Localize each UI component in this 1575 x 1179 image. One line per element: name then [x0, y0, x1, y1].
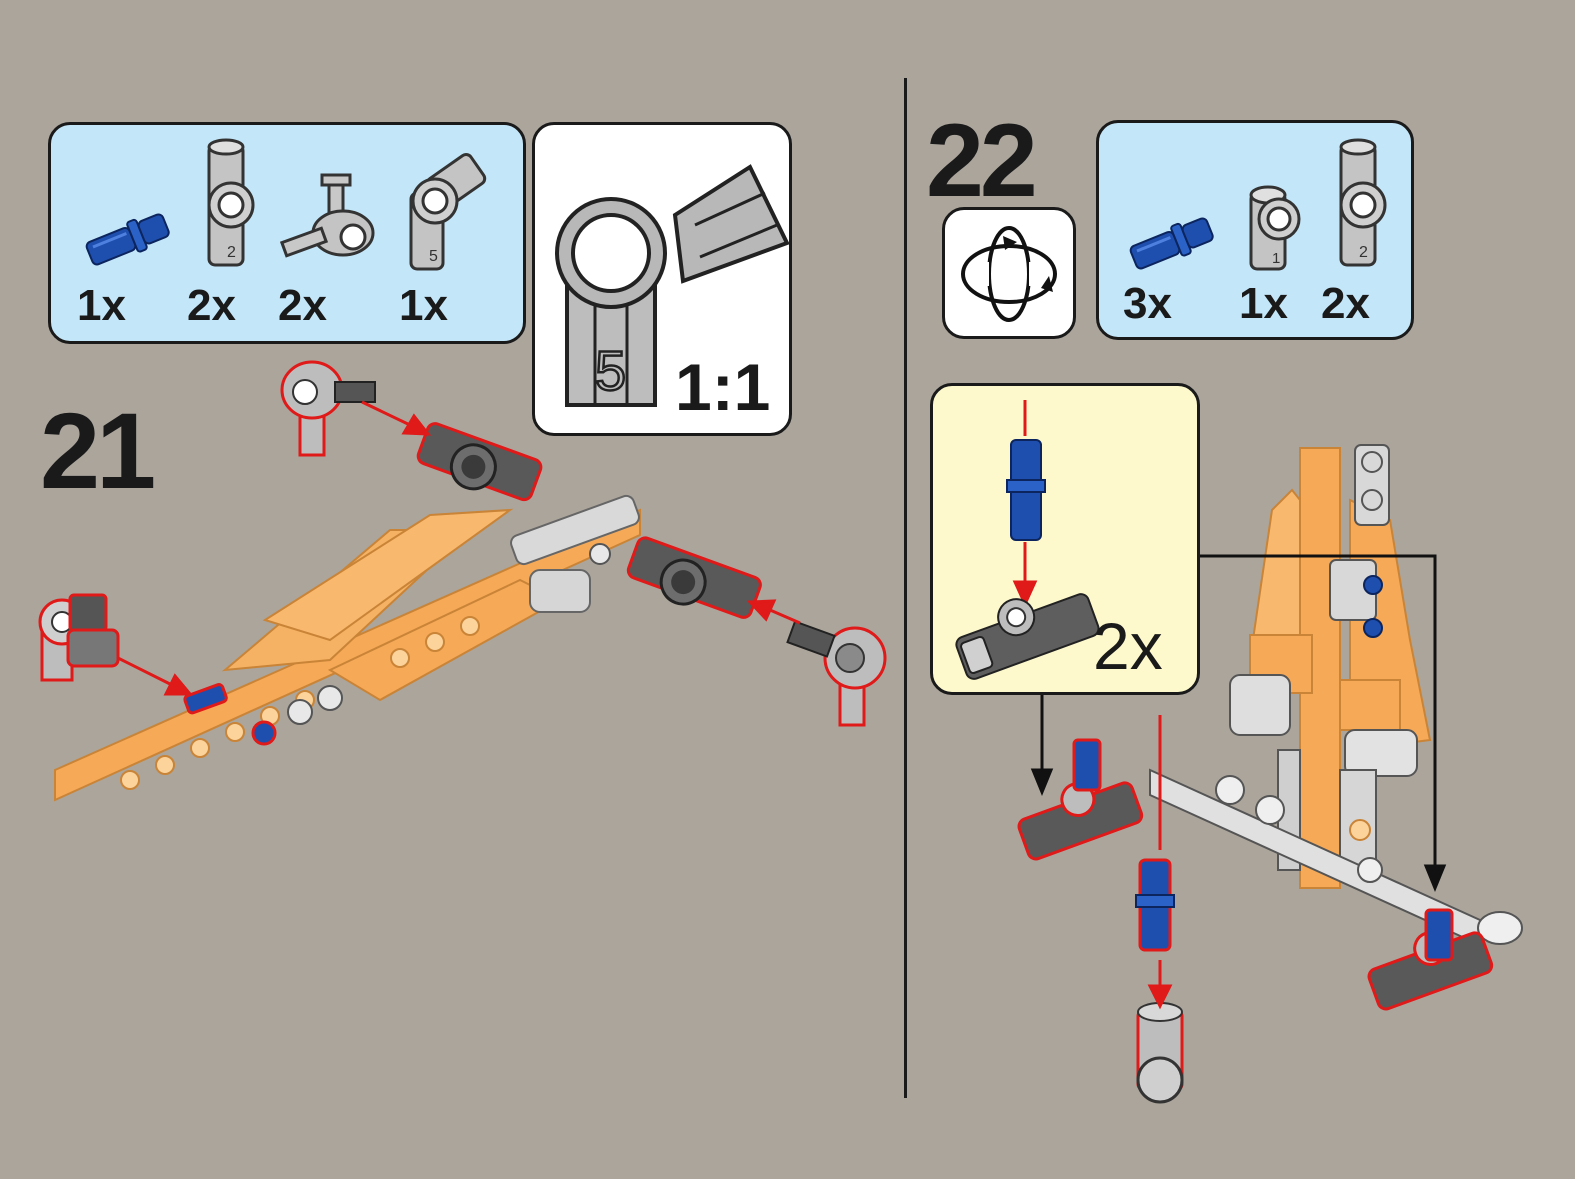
scale-callout: 5 1:1 [532, 122, 792, 436]
step-22-assembly-illustration [1017, 444, 1523, 1104]
gray-angle-connector-5-icon: 5 [409, 153, 487, 271]
scale-label: 1:1 [675, 350, 771, 424]
gray-angle-connector-icon [786, 620, 887, 727]
blue-pin-icon [251, 720, 277, 746]
part-qty: 2x [187, 281, 236, 330]
gray-connector-2-icon [626, 536, 762, 619]
part-qty: 3x [1123, 279, 1172, 328]
gray-connector-2-icon [1136, 1002, 1184, 1104]
blue-pin-icon [1072, 738, 1102, 792]
subassembly-leader-lines [1030, 554, 1447, 892]
svg-text:5: 5 [429, 248, 438, 265]
connector-number-mark: 5 [595, 339, 626, 402]
rotate-callout [942, 207, 1076, 339]
gray-connector-2-icon [416, 422, 543, 502]
step-number: 22 [926, 103, 1038, 219]
svg-text:2: 2 [1359, 244, 1368, 261]
step-21-assembly-illustration [38, 360, 887, 802]
subassembly-multiplier: 2x [1093, 609, 1163, 683]
subassembly-diagram [955, 400, 1100, 680]
svg-text:1: 1 [1272, 250, 1280, 267]
svg-text:2: 2 [227, 244, 236, 261]
step-22-parts-panel: 1 2 3x 1x 2x [1096, 120, 1414, 340]
gray-connector-1-icon: 1 [1249, 185, 1301, 271]
blue-pin-icon [1424, 908, 1454, 962]
step-number: 21 [40, 390, 156, 511]
gray-angle-connector-icon [280, 360, 376, 457]
blue-pin-icon [1006, 439, 1046, 541]
blue-pin-icon [85, 213, 170, 266]
part-qty: 1x [399, 281, 448, 330]
blue-pin-icon [1129, 217, 1214, 270]
step-21-parts-panel: 2 5 1x 2x 2x 1x [48, 122, 526, 344]
rotate-model-icon [961, 226, 1057, 322]
subassembly-callout: 2x [930, 383, 1200, 695]
blue-pin-icon [1135, 858, 1175, 952]
part-qty: 2x [1321, 279, 1370, 328]
gray-connector-2-icon: 2 [1339, 138, 1387, 267]
gray-connector-icon [955, 593, 1100, 680]
blue-pin-icon [183, 683, 228, 715]
gray-connector-2-icon: 2 [207, 138, 255, 267]
step-divider [904, 78, 907, 1098]
gray-angle-connector-5-icon [38, 593, 120, 682]
part-qty: 1x [77, 281, 126, 330]
gray-cross-connector-icon [279, 173, 375, 258]
part-qty: 1x [1239, 279, 1288, 328]
angle-connector-5-detail-icon: 5 [555, 164, 790, 407]
part-qty: 2x [278, 281, 327, 330]
